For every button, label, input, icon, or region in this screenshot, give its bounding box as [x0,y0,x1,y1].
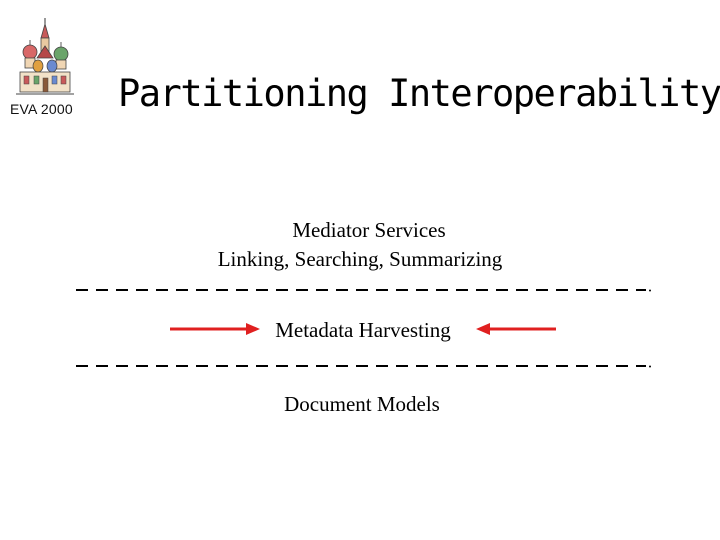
arrow-right-icon [170,323,260,335]
arrow-left-icon [476,323,556,335]
logo-caption: EVA 2000 [10,101,73,117]
slide-title: Partitioning Interoperability [118,72,720,115]
document-models-label: Document Models [284,392,440,416]
mediator-functions-label: Linking, Searching, Summarizing [217,247,503,271]
metadata-harvesting-label: Metadata Harvesting [275,318,451,342]
layer-divider [76,289,651,292]
layer-divider [76,365,651,368]
cathedral-icon [16,18,74,95]
mediator-services-label: Mediator Services [292,218,446,242]
